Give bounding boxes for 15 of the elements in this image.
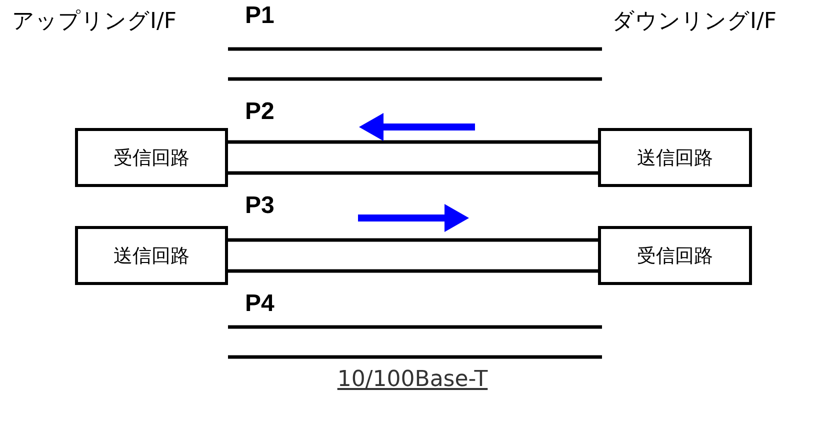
pair-label: P4: [245, 290, 274, 318]
cable-line: [228, 171, 598, 175]
pair-label: P2: [245, 98, 274, 126]
link-text: 10/100Base-T: [337, 367, 488, 392]
pair-label: P1: [245, 2, 274, 30]
pair-label: P3: [245, 192, 274, 220]
cable-line: [228, 269, 598, 273]
cable-line: [228, 140, 598, 144]
interface-label: ダウンリングI/F: [612, 8, 777, 36]
cable-line: [228, 238, 598, 242]
circuit-box: 送信回路: [75, 226, 228, 285]
circuit-box: 送信回路: [598, 128, 752, 187]
interface-label: アップリングI/F: [12, 8, 177, 36]
circuit-box: 受信回路: [75, 128, 228, 187]
circuit-box: 受信回路: [598, 226, 752, 285]
